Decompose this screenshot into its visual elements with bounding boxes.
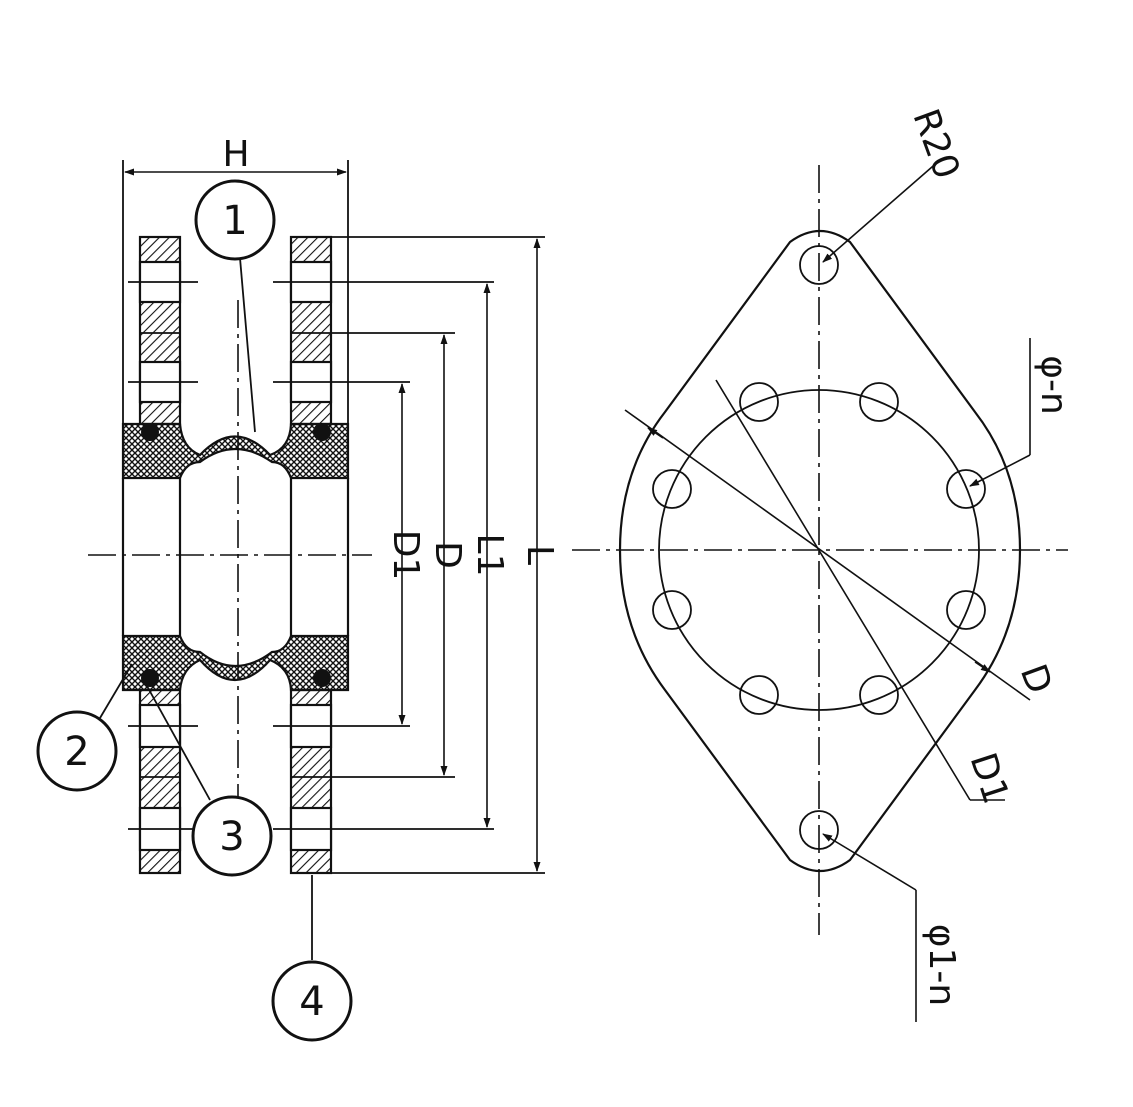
bolt-holes: [652, 245, 986, 850]
dim-phi1-n: [822, 833, 917, 891]
callout-label-4: 4: [299, 979, 324, 1025]
callout-bubble-1: [194, 179, 276, 261]
dim-label-phi-n: φ-n: [1033, 355, 1074, 415]
dim-label-phi1-n: φ1-n: [921, 924, 962, 1006]
dim-label-h: H: [222, 134, 249, 175]
dim-label-d: D: [427, 541, 468, 569]
dim-r20: [822, 159, 941, 263]
left-flange-top: [138, 235, 182, 426]
callout-bubble-2: [36, 710, 118, 792]
callout-bubble-3: [191, 795, 273, 877]
wire-ring: [313, 423, 331, 441]
flange-outline: [618, 230, 1022, 872]
wire-ring: [141, 669, 159, 687]
wire-ring: [313, 669, 331, 687]
end-view: D D1 R20 φ-n φ1-n: [572, 104, 1074, 1022]
dim-label-r20: R20: [904, 104, 967, 185]
right-flange-bottom: [289, 688, 333, 875]
callout-label-1: 1: [222, 198, 247, 244]
dim-label-d1: D1: [385, 530, 426, 581]
left-flange-bottom: [138, 688, 182, 875]
wire-ring: [141, 423, 159, 441]
dim-label-l: L: [519, 545, 560, 565]
callout-bubble-4: [271, 960, 353, 1042]
section-view: H L L1 D D1 1 2 3 4: [36, 134, 560, 1042]
dim-d-end: [624, 409, 1031, 701]
dim-label-l1: L1: [469, 534, 510, 577]
dim-d1-end: [715, 379, 971, 801]
right-flange-top: [289, 235, 333, 426]
dim-phi-n: [969, 454, 1031, 487]
callout-label-2: 2: [64, 729, 89, 775]
callout-label-3: 3: [219, 814, 244, 860]
